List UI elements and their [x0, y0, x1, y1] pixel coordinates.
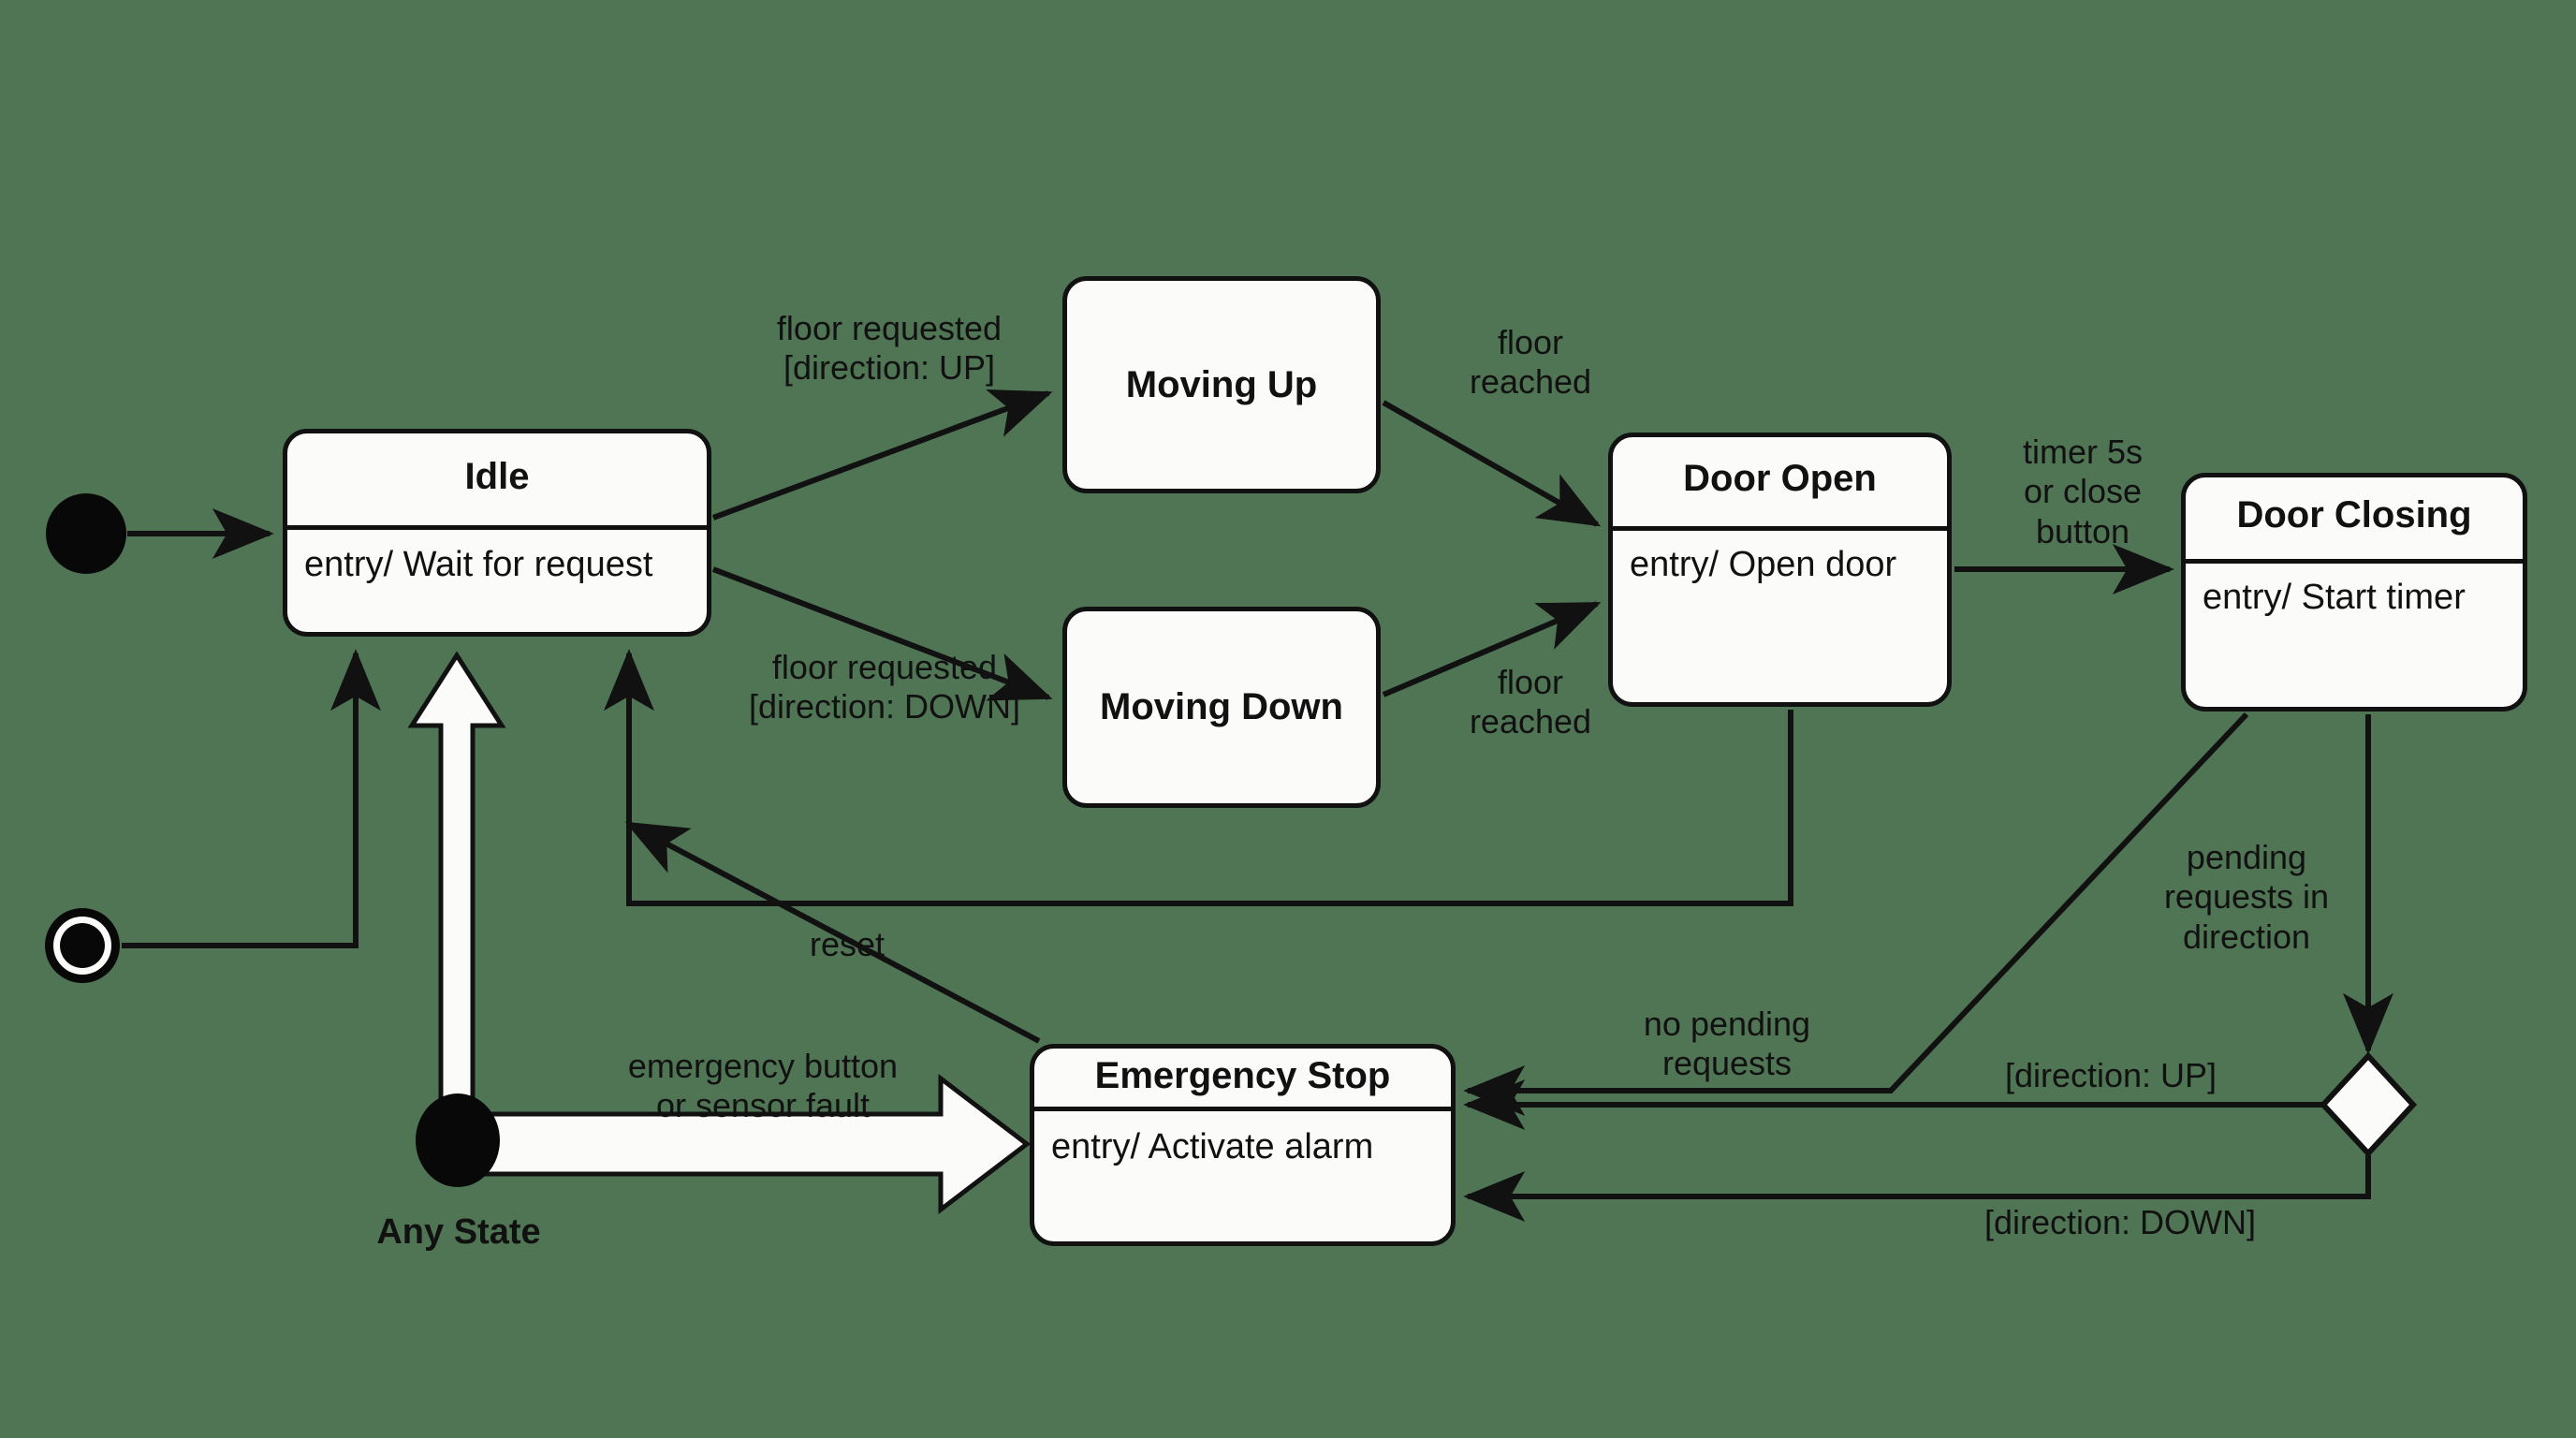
state-door-closing[interactable]: Door Closing entry/ Start timer: [2181, 473, 2527, 712]
edge-moving-up-to-door-open: [1382, 400, 1602, 527]
state-door-closing-title: Door Closing: [2186, 477, 2523, 564]
edge-label-direction-down: [direction: DOWN]: [1983, 1203, 2257, 1241]
edge-label-floor-requested-up: floor requested [direction: UP]: [776, 309, 1003, 388]
state-door-open-title: Door Open: [1613, 437, 1947, 531]
state-emergency-stop[interactable]: Emergency Stop entry/ Activate alarm: [1030, 1044, 1456, 1246]
edge-label-emergency-trigger: emergency button or sensor fault: [627, 1047, 899, 1125]
edge-label-floor-requested-down: floor requested [direction: DOWN]: [748, 648, 1021, 726]
state-moving-up[interactable]: Moving Up: [1062, 276, 1381, 493]
edge-final-to-idle: [122, 649, 381, 948]
edge-door-closing-to-emergency-stop: [1463, 712, 2249, 1116]
state-idle[interactable]: Idle entry/ Wait for request: [283, 429, 711, 637]
final-state-inner-dot: [60, 923, 105, 968]
state-door-closing-entry-action: entry/ Start timer: [2203, 578, 2466, 617]
edge-idle-to-moving-up: [711, 389, 1053, 521]
state-door-open[interactable]: Door Open entry/ Open door: [1608, 433, 1952, 707]
edge-label-direction-up: [direction: UP]: [2004, 1056, 2217, 1094]
edge-any-state-to-idle: [407, 651, 506, 1108]
initial-state-node: [46, 493, 126, 574]
edge-label-floor-reached-down: floor reached: [1469, 663, 1592, 741]
any-state-node: [416, 1093, 500, 1187]
edge-label-timer-or-close-button: timer 5s or close button: [2022, 433, 2144, 550]
state-emergency-stop-entry-action: entry/ Activate alarm: [1051, 1127, 1374, 1167]
edge-label-pending-requests-in-direction: pending requests in direction: [2163, 838, 2330, 956]
state-door-open-entry-action: entry/ Open door: [1630, 545, 1897, 584]
edge-label-no-pending-requests: no pending requests: [1643, 1005, 1811, 1083]
decision-diamond: [2319, 1051, 2418, 1158]
state-moving-down-title: Moving Down: [1100, 686, 1343, 727]
state-moving-down[interactable]: Moving Down: [1062, 607, 1381, 808]
edge-decision-down-to-emergency-stop: [1463, 1155, 2371, 1222]
edge-label-reset: reset: [809, 925, 886, 963]
state-moving-up-title: Moving Up: [1125, 363, 1318, 405]
any-state-label: Any State: [376, 1212, 541, 1252]
state-idle-title: Idle: [287, 433, 707, 530]
edge-label-floor-reached-up: floor reached: [1469, 323, 1592, 402]
state-emergency-stop-title: Emergency Stop: [1034, 1049, 1451, 1111]
state-idle-entry-action: entry/ Wait for request: [304, 545, 653, 584]
final-state-node: [45, 908, 120, 983]
